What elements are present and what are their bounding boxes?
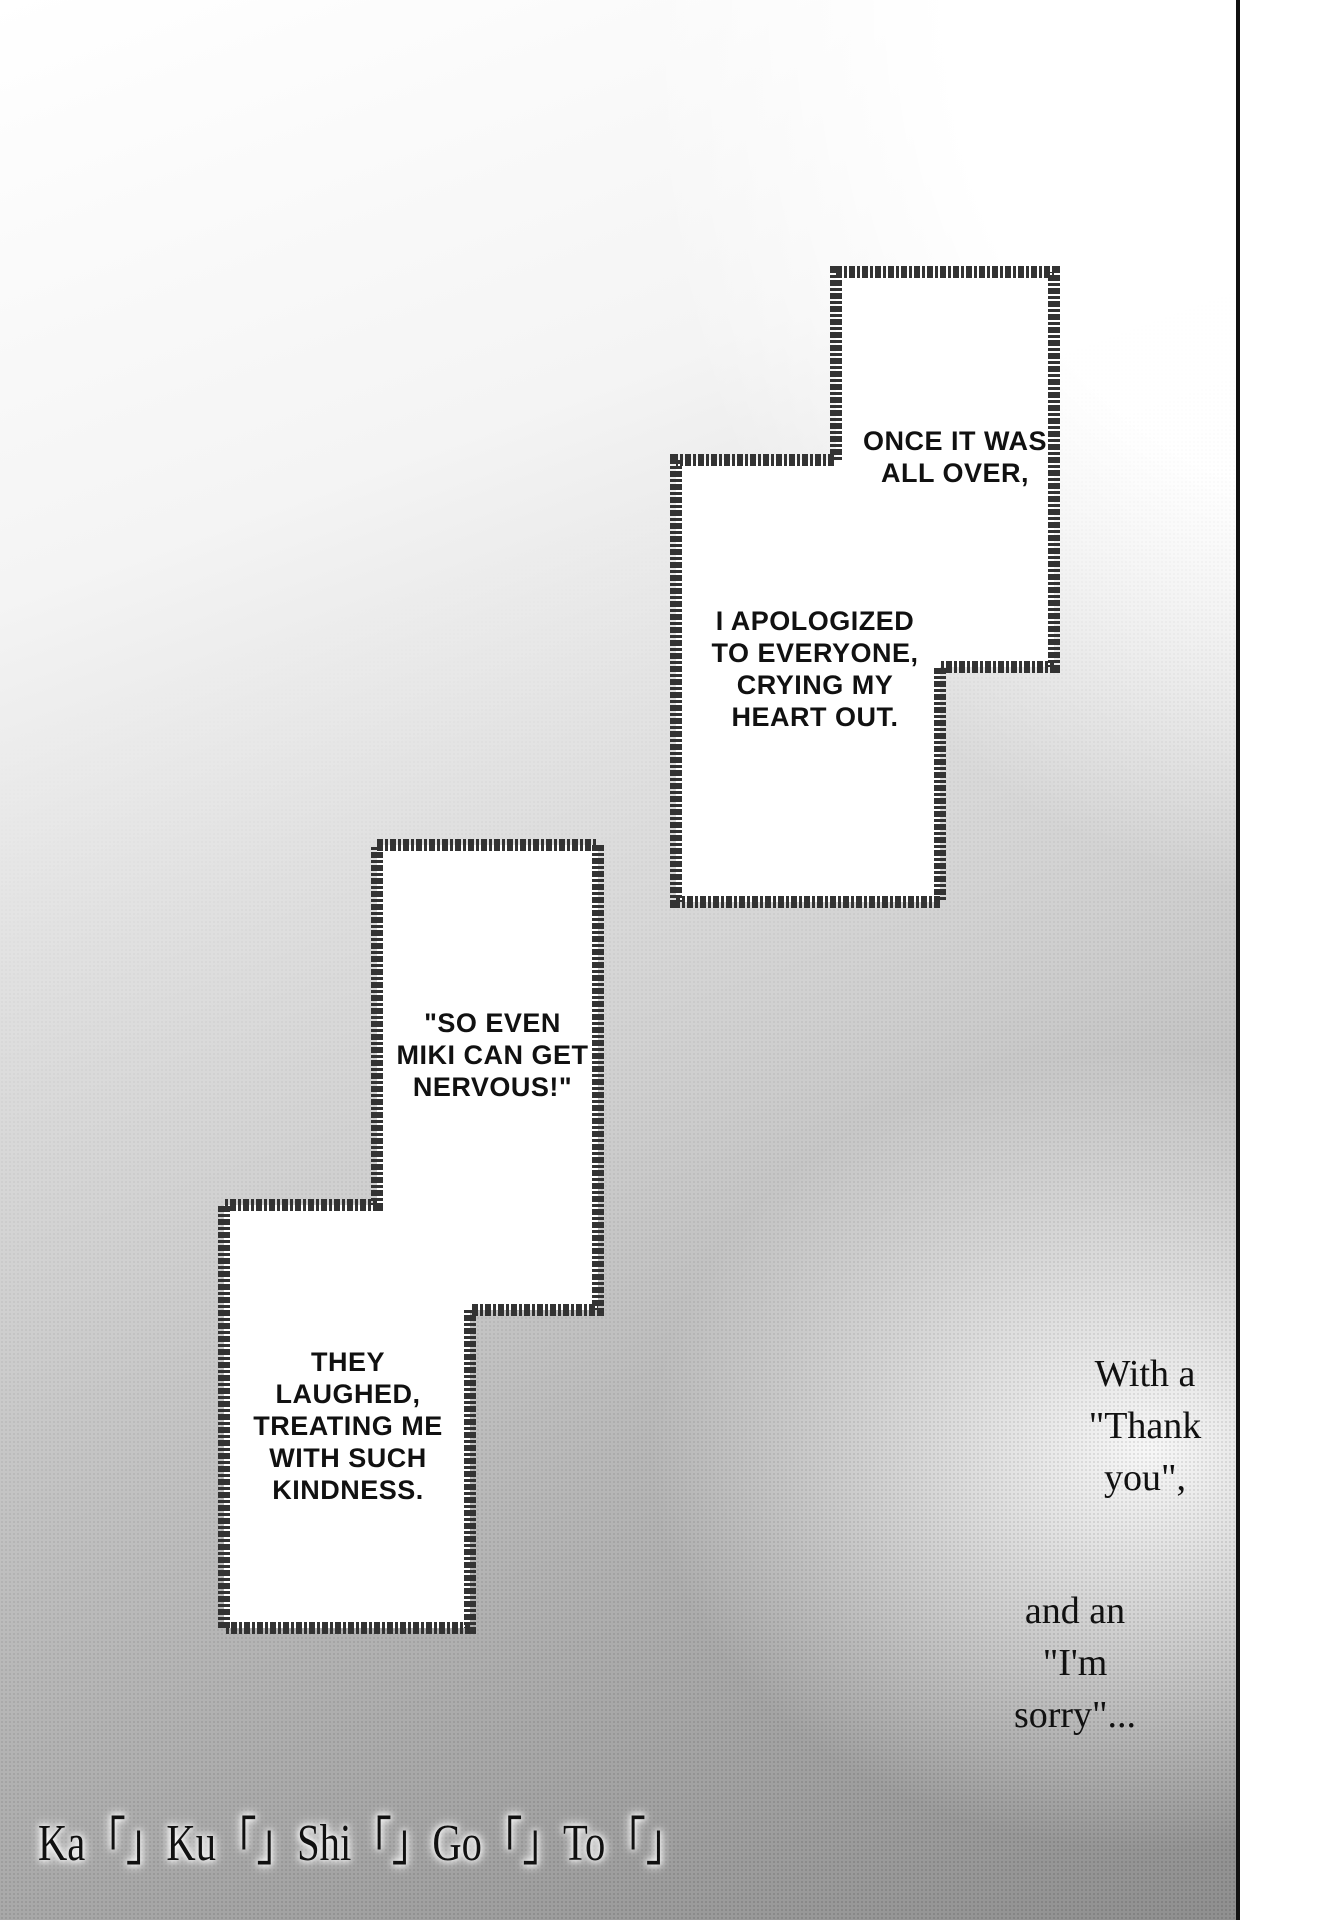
caption-box-1	[670, 266, 1060, 908]
narration-thank-you: With a "Thank you",	[1088, 1353, 1202, 1499]
caption-box-2	[218, 839, 604, 1634]
page-margin	[1240, 0, 1337, 1920]
caption-so-even-miki: "SO EVEN MIKI CAN GET NERVOUS!"	[396, 1008, 589, 1102]
chapter-title: Ka「」Ku「」Shi「」Go「」To「」	[38, 1815, 687, 1872]
caption-i-apologized: I APOLOGIZED TO EVERYONE, CRYING MY HEAR…	[711, 606, 919, 732]
panel-border	[1236, 0, 1240, 1920]
caption-once-it-was-all-over: ONCE IT WAS ALL OVER,	[862, 426, 1047, 488]
caption-they-laughed: THEY LAUGHED, TREATING ME WITH SUCH KIND…	[253, 1347, 443, 1505]
narration-im-sorry: and an "I'm sorry"...	[1013, 1590, 1137, 1736]
